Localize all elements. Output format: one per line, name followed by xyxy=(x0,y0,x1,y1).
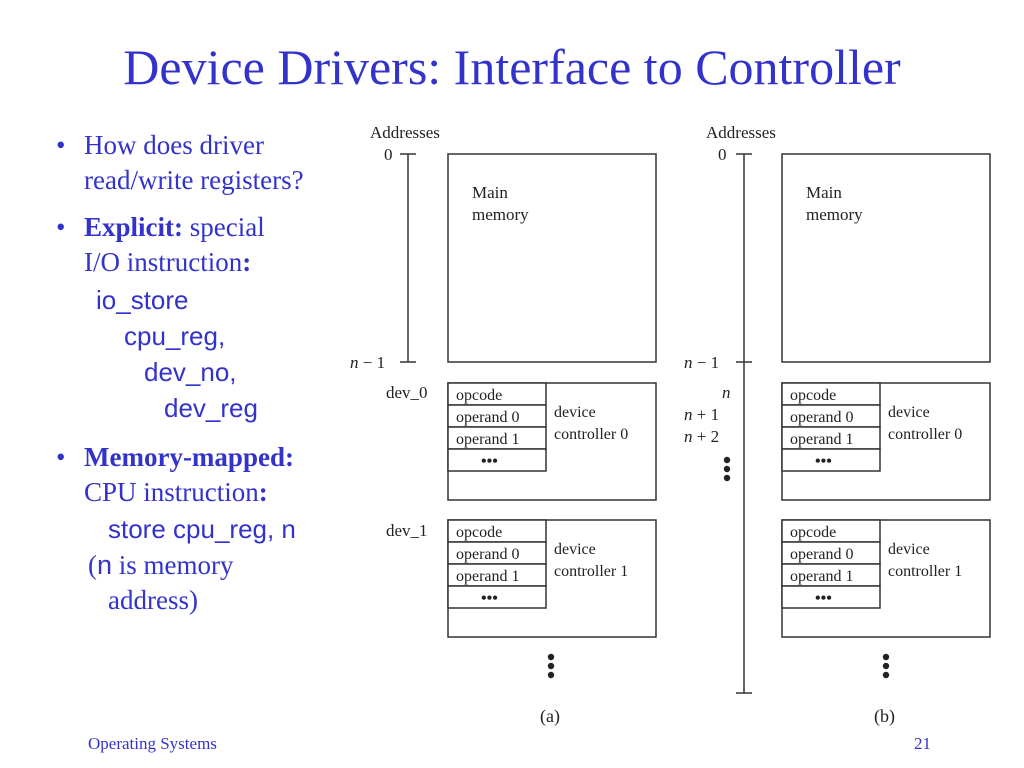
vertical-ellipsis-a xyxy=(547,653,555,679)
register-label: operand 1 xyxy=(456,431,520,448)
register-label: operand 0 xyxy=(790,409,854,426)
slide-title: Device Drivers: Interface to Controller xyxy=(123,39,901,95)
register-label: opcode xyxy=(456,387,502,404)
explicit-colon: : xyxy=(242,247,252,277)
mmap-label: Memory-mapped: xyxy=(84,442,294,472)
explicit-text1: special xyxy=(183,212,265,242)
bullet-dot: • xyxy=(56,130,66,160)
explicit-text2: I/O instruction xyxy=(84,247,243,277)
dev0-label-a: dev_0 xyxy=(386,383,428,402)
caption-b: (b) xyxy=(874,706,895,727)
mmap-text1: CPU instruction xyxy=(84,477,259,507)
bullet-dot: • xyxy=(56,442,66,472)
register-ellipsis: ••• xyxy=(481,590,498,607)
register-label: opcode xyxy=(456,524,502,541)
vertical-ellipsis-b xyxy=(882,653,890,679)
footer-course: Operating Systems xyxy=(88,734,217,753)
slide-number: 21 xyxy=(914,734,931,753)
code-io-store: io_store xyxy=(96,285,189,315)
main-memory-label-a: memory xyxy=(472,205,529,224)
device-label: device xyxy=(888,541,930,558)
n-var: n xyxy=(684,427,693,446)
n-var: n xyxy=(350,353,359,372)
register-more xyxy=(447,448,547,472)
explicit-label: Explicit: xyxy=(84,212,183,242)
main-memory-label-b: memory xyxy=(806,205,863,224)
bullet-dot: • xyxy=(56,212,66,242)
minus-one: − 1 xyxy=(693,353,720,372)
addresses-label-a: Addresses xyxy=(370,123,440,142)
question-line1: How does driver xyxy=(84,130,264,160)
dev1-label-a: dev_1 xyxy=(386,521,428,540)
code-dev-reg: dev_reg xyxy=(164,393,258,423)
addr-n-plus-2-b: n + 2 xyxy=(684,427,719,446)
addr-n-b: n xyxy=(722,383,731,402)
addr-n-minus-1-a: n − 1 xyxy=(350,353,385,372)
addr-zero-b: 0 xyxy=(718,145,727,164)
note-n: n xyxy=(97,550,113,580)
register-more xyxy=(781,585,881,609)
question-line2: read/write registers? xyxy=(84,165,304,195)
mmap-colon: : xyxy=(258,477,268,507)
mmap-note: (n is memory xyxy=(84,548,372,583)
main-memory-label-b: Main xyxy=(806,183,842,202)
n-var: n xyxy=(684,405,693,424)
register-ellipsis: ••• xyxy=(815,453,832,470)
addr-zero-a: 0 xyxy=(384,145,393,164)
caption-a: (a) xyxy=(540,706,560,727)
device-label: device xyxy=(554,404,596,421)
register-label: operand 1 xyxy=(790,431,854,448)
code-dev-no: dev_no, xyxy=(144,357,237,387)
plus-two: + 2 xyxy=(693,427,720,446)
main-memory-box-a xyxy=(447,153,657,363)
device-label: device xyxy=(554,541,596,558)
register-ellipsis: ••• xyxy=(815,590,832,607)
note-paren: ( xyxy=(88,550,97,580)
bullet-list: • How does driver read/write registers? … xyxy=(52,128,372,618)
controller-label: controller 0 xyxy=(888,426,962,443)
vertical-ellipsis-axis xyxy=(723,456,731,482)
register-label: opcode xyxy=(790,524,836,541)
code-store: store cpu_reg, n xyxy=(108,514,296,544)
bullet-memory-mapped: • Memory-mapped: CPU instruction: store … xyxy=(52,440,372,618)
code-cpu-reg: cpu_reg, xyxy=(124,321,226,351)
register-label: operand 0 xyxy=(456,409,520,426)
diagram-b: Addresses 0 n − 1 n n + 1 n + 2 Main mem… xyxy=(684,123,991,727)
main-memory-box-b xyxy=(781,153,991,363)
register-label: operand 0 xyxy=(456,546,520,563)
register-more xyxy=(781,448,881,472)
controller-label: controller 0 xyxy=(554,426,628,443)
controller-label: controller 1 xyxy=(888,563,962,580)
register-label: operand 1 xyxy=(790,568,854,585)
bullet-explicit: • Explicit: special I/O instruction: io_… xyxy=(52,210,372,428)
register-label: operand 1 xyxy=(456,568,520,585)
bullet-question: • How does driver read/write registers? xyxy=(52,128,372,198)
register-label: opcode xyxy=(790,387,836,404)
minus-one: − 1 xyxy=(359,353,386,372)
note-line2: address) xyxy=(108,585,198,615)
register-more xyxy=(447,585,547,609)
addr-n-minus-1-b: n − 1 xyxy=(684,353,719,372)
note-rest: is memory xyxy=(112,550,234,580)
register-label: operand 0 xyxy=(790,546,854,563)
diagram-a: Addresses 0 n − 1 Main memory dev_0 opco… xyxy=(350,123,657,727)
n-var: n xyxy=(684,353,693,372)
addr-n-plus-1-b: n + 1 xyxy=(684,405,719,424)
plus-one: + 1 xyxy=(693,405,720,424)
main-memory-label-a: Main xyxy=(472,183,508,202)
device-label: device xyxy=(888,404,930,421)
register-ellipsis: ••• xyxy=(481,453,498,470)
controller-label: controller 1 xyxy=(554,563,628,580)
addresses-label-b: Addresses xyxy=(706,123,776,142)
